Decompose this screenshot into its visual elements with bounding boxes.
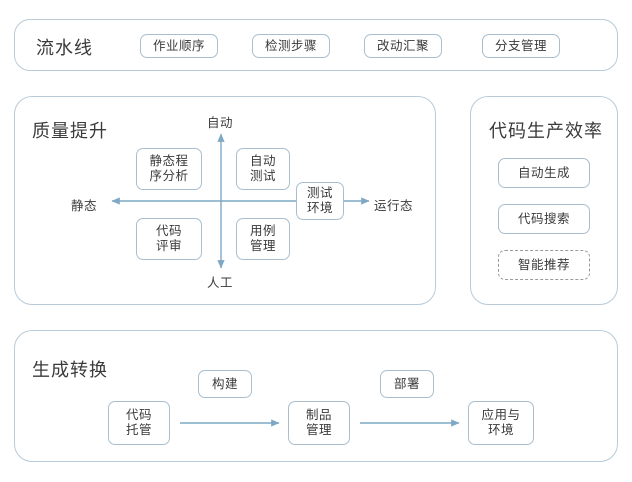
pipeline-item-check-step[interactable]: 检测步骤 [252,34,330,58]
build-stage-code-hosting[interactable]: 代码 托管 [108,401,170,445]
pipeline-item-change-merge[interactable]: 改动汇聚 [364,34,442,58]
axis-label-right: 运行态 [374,199,414,213]
quality-node-static-analysis[interactable]: 静态程 序分析 [136,148,202,190]
quality-node-case-management[interactable]: 用例 管理 [236,218,290,260]
build-transition-deploy[interactable]: 部署 [380,370,434,398]
quality-node-test-environment[interactable]: 测试 环境 [296,182,344,220]
code-production-item-smart-recommend[interactable]: 智能推荐 [498,250,590,280]
build-stage-application-environment[interactable]: 应用与 环境 [468,401,534,445]
quality-node-code-review[interactable]: 代码 评审 [136,218,202,260]
panel-quality-title: 质量提升 [32,121,108,141]
pipeline-item-branch-mgmt[interactable]: 分支管理 [482,34,560,58]
build-stage-artifact-management[interactable]: 制品 管理 [288,401,350,445]
axis-label-left: 静态 [71,199,98,213]
panel-build-transform-title: 生成转换 [32,360,108,380]
panel-code-production-title: 代码生产效率 [489,121,603,141]
code-production-item-code-search[interactable]: 代码搜索 [498,204,590,234]
panel-code-production [470,96,618,305]
axis-label-bottom: 人工 [207,276,234,290]
build-transition-build[interactable]: 构建 [198,370,252,398]
axis-label-top: 自动 [207,116,234,130]
quality-node-auto-test[interactable]: 自动 测试 [236,148,290,190]
pipeline-item-job-order[interactable]: 作业顺序 [140,34,218,58]
panel-pipeline-title: 流水线 [36,38,93,58]
code-production-item-auto-generate[interactable]: 自动生成 [498,158,590,188]
